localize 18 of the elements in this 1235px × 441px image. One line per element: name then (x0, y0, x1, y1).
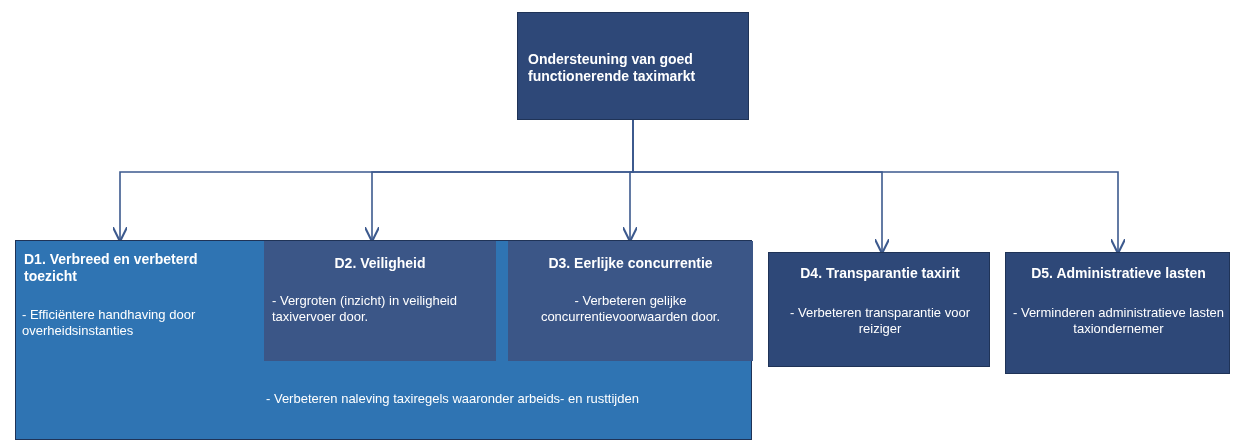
goal-box (768, 252, 990, 367)
sub-goal-box (264, 241, 496, 361)
box-text: - Vergroten (inzicht) in veiligheid taxivervoer door. (272, 293, 458, 325)
box-text: - Verbeteren gelijke concurrentievoorwaarden door. (539, 293, 722, 325)
box-text: - Verbeteren transparantie voor reiziger (789, 305, 971, 337)
box-heading: D4. Transparantie taxirit (799, 265, 961, 282)
goal-box (1005, 252, 1230, 374)
box-heading: D1. Verbreed en verbeterd toezicht (24, 251, 199, 285)
goal-box (15, 240, 752, 440)
main-goal-box (517, 12, 749, 120)
box-heading: Ondersteuning van goed functionerende taximarkt (528, 51, 697, 85)
sub-goal-box (508, 241, 753, 361)
box-heading: D5. Administratieve lasten (1030, 265, 1207, 282)
box-text: - Efficiëntere handhaving door overheidsinstanties (22, 307, 197, 339)
box-text: - Verminderen administratieve lasten taxiondernemer (1012, 305, 1225, 337)
box-heading: D3. Eerlijke concurrentie (547, 255, 714, 272)
box-heading: D2. Veiligheid (333, 255, 427, 272)
box-text: - Verbeteren naleving taxiregels waaronder arbeids- en rusttijden (266, 391, 640, 407)
